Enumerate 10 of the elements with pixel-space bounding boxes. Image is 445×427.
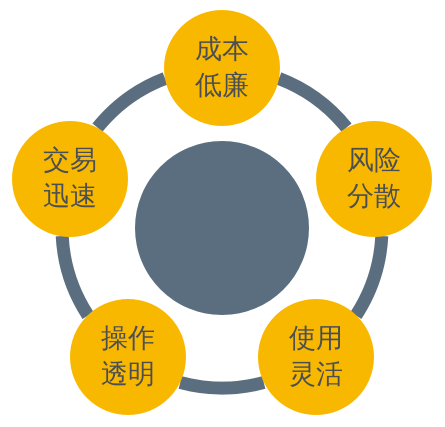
ring-connector [56,235,94,319]
ring-connector [178,376,266,394]
ring-connector [276,72,352,132]
feature-circle: 交易迅速 [12,120,128,237]
ring-connector [350,235,388,319]
feature-circle: 操作透明 [70,299,186,416]
ring-connector [92,72,168,132]
feature-circle: 风险分散 [316,120,432,237]
feature-circle: 使用灵活 [258,299,374,416]
feature-circle: 成本低廉 [164,10,280,126]
